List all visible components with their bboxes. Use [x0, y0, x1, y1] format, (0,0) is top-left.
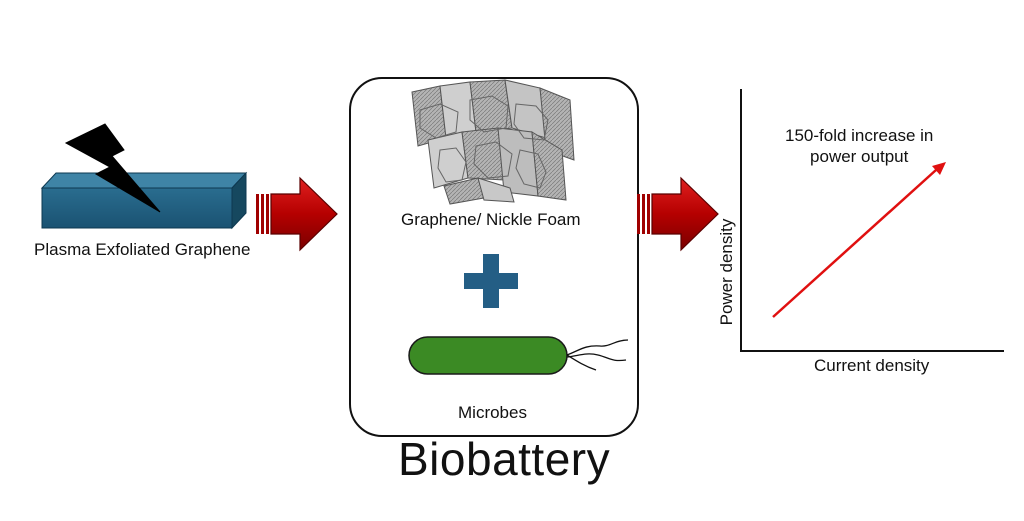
annotation-line-1: 150-fold increase in	[785, 126, 934, 145]
x-axis-label: Current density	[814, 356, 930, 375]
nickel-foam-label: Graphene/ Nickle Foam	[401, 210, 581, 229]
microbe-icon	[408, 336, 629, 375]
graphene-source-label: Plasma Exfoliated Graphene	[34, 240, 251, 259]
biobattery-title: Biobattery	[398, 433, 611, 485]
annotation-line-2: power output	[810, 147, 909, 166]
trend-arrow	[772, 162, 946, 318]
process-arrow-2	[637, 176, 719, 252]
microbes-label: Microbes	[458, 403, 527, 422]
process-arrow-1	[256, 176, 338, 252]
plot-annotation: 150-fold increase in power output	[785, 125, 933, 167]
y-axis-label: Power density	[717, 218, 736, 326]
nickel-foam-illustration	[411, 79, 575, 205]
plus-icon	[464, 254, 518, 308]
lightning-bolt-icon	[64, 123, 161, 213]
